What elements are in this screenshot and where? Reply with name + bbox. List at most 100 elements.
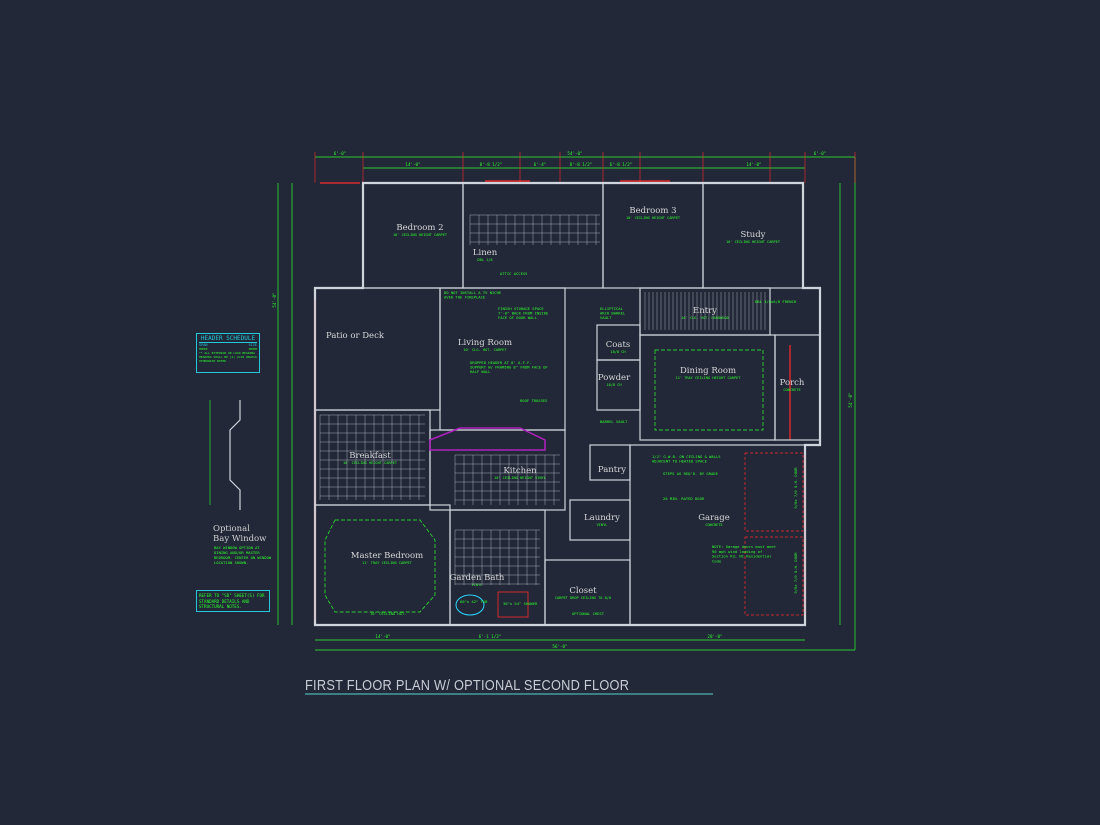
- room-note: 10' CEILING HEIGHT CARPET: [343, 461, 398, 465]
- dim-right-overall: 54'-0": [848, 392, 853, 407]
- room-walls: [314, 287, 441, 411]
- bay-label-2: Bay Window: [213, 534, 267, 544]
- dim-top-left: 6'-0": [334, 151, 347, 156]
- note-french: DBL 3/0x6/8 FRENCH: [755, 299, 797, 304]
- shower: [497, 591, 529, 618]
- title-underline: [305, 693, 713, 695]
- dim-bottom-segment: 20'-0": [707, 634, 722, 639]
- note-beam: DROPPED HEADER AT 8' A.F.F.SUPPORT W/ FR…: [470, 360, 548, 374]
- dim-top-overall: 54'-0": [567, 151, 582, 156]
- note-optional-chest: OPTIONAL CHEST: [572, 611, 605, 616]
- dim-top-segment: 6'-4": [534, 162, 547, 167]
- dim-top-segment: 8'-8 1/2": [480, 162, 503, 167]
- note-garage-door-2: 9/0x 7/0 O.H. DOOR: [793, 552, 798, 594]
- header-col-span: SPAN: [199, 343, 208, 347]
- room-note: CARPET DROP CEILING TO 8/0: [555, 596, 611, 600]
- dim-bottom-segment: 6'-1 1/2": [479, 634, 502, 639]
- note-tub: 60"x 42" TUB: [460, 599, 488, 604]
- bay-label-1: Optional: [213, 524, 250, 534]
- refer-note: REFER TO "SD" SHEET(S) FOR STANDARD DETA…: [196, 590, 270, 612]
- room-name: Garden Bath: [450, 573, 505, 583]
- room-name: Garage: [698, 513, 729, 523]
- room-walls: [544, 559, 631, 626]
- room-walls: [449, 509, 546, 626]
- room-name: Master Bedroom: [351, 551, 423, 561]
- header-col-size: SIZE: [248, 343, 257, 347]
- room-walls: [639, 334, 776, 441]
- room-note: 10' CEILING HEIGHT CARPET: [626, 216, 681, 220]
- bathtub: [455, 594, 485, 616]
- room-pantry: Pantry: [589, 444, 631, 481]
- room-name: Porch: [780, 378, 805, 388]
- dimension-lines: 54'-0"6'-0"6'-0"14'-0"8'-8 1/2"6'-4"8'-8…: [272, 151, 856, 651]
- bay-window-outline: [229, 400, 241, 510]
- note-barrel-vault: BARREL VAULT: [600, 419, 628, 424]
- room-name: Linen: [473, 248, 498, 258]
- room-note: 18/8 CH: [610, 350, 625, 354]
- room-walls: [774, 334, 821, 441]
- header-schedule-title: HEADER SCHEDULE: [199, 335, 257, 343]
- room-patio-or-deck: Patio or Deck: [314, 287, 441, 411]
- room-bedroom-2: Bedroom 210' CEILING HEIGHT CARPET: [362, 182, 464, 289]
- dim-bottom-overall: 56'-0": [552, 644, 567, 649]
- room-name: Bedroom 2: [396, 223, 443, 233]
- room-note: 10' CEILING HEIGHT VINYL: [494, 476, 546, 480]
- room-bedroom-3: Bedroom 310' CEILING HEIGHT CARPET: [602, 182, 704, 289]
- dim-top-segment: 8'-8 1/2": [570, 162, 593, 167]
- room-note: 11' TRAY CEILING CARPET: [362, 561, 413, 565]
- dim-top-right: 6'-0": [814, 151, 827, 156]
- bay-window-note: BAY WINDOW OPTION AT DINING AND/OR MASTE…: [214, 545, 272, 565]
- room-note: CONCRETE: [783, 388, 800, 392]
- note-shower: 30"x 54" SHOWER: [503, 601, 538, 606]
- note-ceiling-hgt: 10' CEILING HGT.: [370, 611, 407, 616]
- room-name: Breakfast: [349, 451, 391, 461]
- room-name: Powder: [598, 373, 631, 383]
- room-walls: [602, 182, 704, 289]
- room-name: Pantry: [598, 465, 626, 475]
- room-note: 10' CLG. HGT. CARPET: [463, 348, 507, 352]
- room-name: Study: [741, 230, 766, 240]
- room-name: Dining Room: [680, 366, 736, 376]
- room-note: DBL 1/8: [477, 258, 492, 262]
- rooms: Bedroom 210' CEILING HEIGHT CARPETLinenD…: [314, 182, 821, 626]
- room-name: Patio or Deck: [326, 331, 385, 341]
- note-rated-door: 20 MIN. RATED DOOR: [663, 496, 705, 501]
- kitchen-counter: [429, 427, 546, 451]
- note-steps: STEPS AS REQ'D. BY GRADE: [663, 471, 719, 476]
- garage-door-2: [744, 536, 804, 616]
- dim-left-overall: 54'-0": [272, 292, 277, 307]
- room-name: Kitchen: [503, 466, 537, 476]
- dim-top-segment: 6'-8 1/2": [610, 162, 633, 167]
- room-note: CONCRETE: [705, 523, 722, 527]
- header-schedule-footnote: ** ALL EXTERIOR OR LOAD BEARING HEADERS …: [199, 351, 257, 363]
- room-note: VINYL: [472, 583, 483, 587]
- room-note: 10' CEILING HEIGHT CARPET: [393, 233, 448, 237]
- room-note: 11' TRAY CEILING HEIGHT CARPET: [676, 376, 742, 380]
- room-name: Laundry: [584, 513, 620, 523]
- master-tray-ceiling: [324, 519, 436, 613]
- room-name: Coats: [606, 340, 630, 350]
- note-roof-trusses: ROOF TRUSSES: [520, 398, 548, 403]
- room-name: Closet: [569, 586, 597, 596]
- dining-tray-ceiling: [654, 349, 764, 431]
- room-note: 10' CEILING HEIGHT CARPET: [726, 240, 781, 244]
- note-attic: ATTIC ACCESS: [500, 271, 528, 276]
- room-name: Bedroom 3: [629, 206, 676, 216]
- room-walls: [314, 504, 451, 626]
- room-note: 18/8 CH: [606, 383, 621, 387]
- drawing-title: FIRST FLOOR PLAN W/ OPTIONAL SECOND FLOO…: [305, 678, 630, 694]
